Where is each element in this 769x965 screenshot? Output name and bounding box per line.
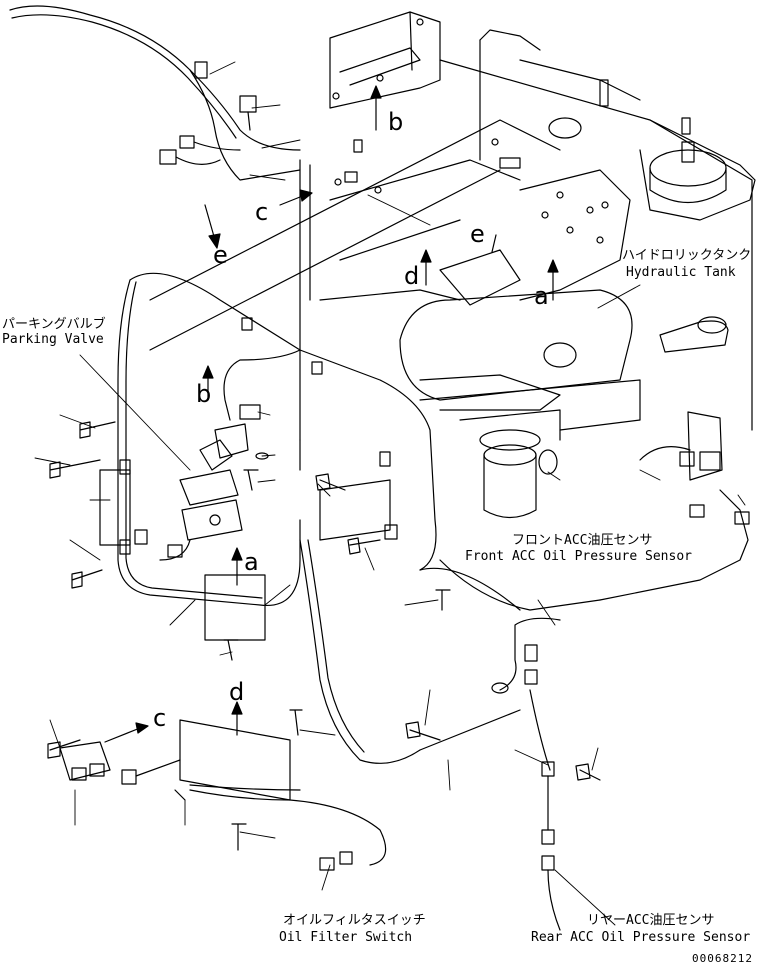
top-harness bbox=[9, 5, 301, 181]
oil-filter-switch-harness bbox=[59, 741, 387, 871]
rear-sensor-label-en: Rear ACC Oil Pressure Sensor bbox=[531, 930, 751, 945]
ref-letter-d-bottom: d bbox=[229, 678, 245, 706]
arrow-c-bottom bbox=[104, 722, 149, 743]
ref-letter-e-mid: e bbox=[470, 220, 485, 248]
top-bracket bbox=[329, 11, 441, 109]
main-frame bbox=[149, 29, 756, 471]
ref-letter-b-top: b bbox=[388, 108, 404, 136]
arrow-a-mid bbox=[547, 259, 559, 301]
rear-sensor-harness bbox=[541, 761, 561, 931]
ref-letter-e-top: e bbox=[213, 241, 228, 269]
oil-filter-switch-label-en: Oil Filter Switch bbox=[279, 930, 413, 945]
hydraulic-tank-label-en: Hydraulic Tank bbox=[626, 265, 736, 280]
arrow-d-bottom bbox=[231, 701, 243, 736]
rear-sensor-label-jp: リヤーACC油圧センサ bbox=[587, 913, 715, 928]
arrow-b-top bbox=[370, 85, 382, 131]
cylinder-body bbox=[399, 169, 633, 411]
ref-letter-d-mid: d bbox=[404, 262, 420, 290]
arrow-e-top bbox=[204, 204, 221, 249]
arrow-a-left bbox=[231, 547, 243, 586]
front-sensor-harness bbox=[419, 617, 561, 771]
oil-filter-canister bbox=[459, 409, 561, 519]
drawing-number: 00068212 bbox=[692, 952, 753, 965]
ref-letter-c-top: c bbox=[255, 198, 269, 226]
oil-filter-switch-label-jp: オイルフィルタスイッチ bbox=[283, 913, 426, 928]
parking-valve-label-jp: パーキングバルブ bbox=[2, 317, 106, 332]
front-sensor-label-jp: フロントACC油圧センサ bbox=[512, 533, 653, 548]
front-sensor-label-en: Front ACC Oil Pressure Sensor bbox=[465, 549, 692, 564]
hydraulic-tank-label-jp: ハイドロリックタンク bbox=[622, 248, 752, 263]
arrow-d-mid bbox=[420, 249, 432, 286]
ref-letter-a-left: a bbox=[244, 548, 259, 576]
main-harness bbox=[117, 272, 601, 764]
leader-lines bbox=[34, 61, 746, 926]
ref-letter-b-left: b bbox=[196, 380, 212, 408]
bolts bbox=[47, 138, 601, 851]
reference-arrows[interactable] bbox=[104, 85, 559, 743]
ref-letter-a-mid: a bbox=[534, 282, 549, 310]
parking-valve-label-en: Parking Valve bbox=[2, 332, 104, 347]
parking-valve bbox=[134, 404, 269, 561]
arrow-b-left bbox=[202, 365, 214, 401]
right-bracket bbox=[599, 411, 750, 601]
arrow-c-top bbox=[279, 189, 313, 206]
ref-letter-c-bottom: c bbox=[153, 704, 167, 732]
hydraulic-tank bbox=[548, 79, 729, 353]
arrow-e-mid bbox=[491, 234, 497, 253]
